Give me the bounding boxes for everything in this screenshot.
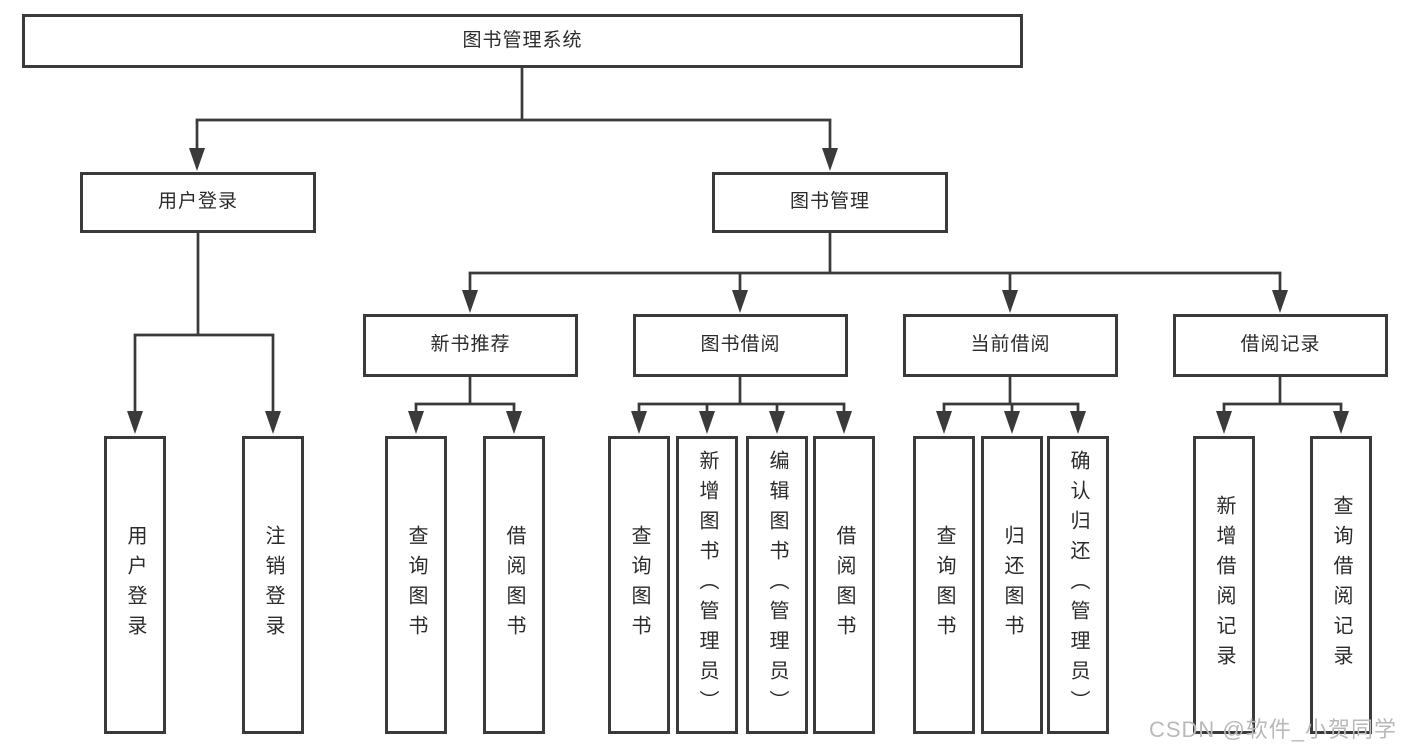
leaf-query-books-3: 查询图书 [913, 436, 975, 734]
leaf-confirm-return-admin: 确认归还（管理员） [1047, 436, 1109, 734]
node-new-book-recommend: 新书推荐 [363, 314, 578, 377]
leaf-query-books-2: 查询图书 [608, 436, 670, 734]
node-root: 图书管理系统 [22, 14, 1023, 68]
leaf-add-borrow-record: 新增借阅记录 [1193, 436, 1255, 734]
node-borrow-records: 借阅记录 [1173, 314, 1388, 377]
leaf-query-books-1: 查询图书 [385, 436, 447, 734]
node-book-borrow: 图书借阅 [633, 314, 848, 377]
leaf-query-borrow-record: 查询借阅记录 [1310, 436, 1372, 734]
leaf-borrow-books-1: 借阅图书 [483, 436, 545, 734]
leaf-borrow-books-2: 借阅图书 [813, 436, 875, 734]
leaf-user-login: 用户登录 [104, 436, 166, 734]
leaf-return-book: 归还图书 [981, 436, 1043, 734]
leaf-add-book-admin: 新增图书（管理员） [676, 436, 738, 734]
node-current-borrow: 当前借阅 [903, 314, 1118, 377]
node-user-login: 用户登录 [80, 172, 316, 233]
csdn-watermark: CSDN @软件_小贺同学 [1148, 717, 1397, 742]
node-book-management: 图书管理 [712, 172, 948, 233]
leaf-edit-book-admin: 编辑图书（管理员） [746, 436, 808, 734]
leaf-logout: 注销登录 [242, 436, 304, 734]
